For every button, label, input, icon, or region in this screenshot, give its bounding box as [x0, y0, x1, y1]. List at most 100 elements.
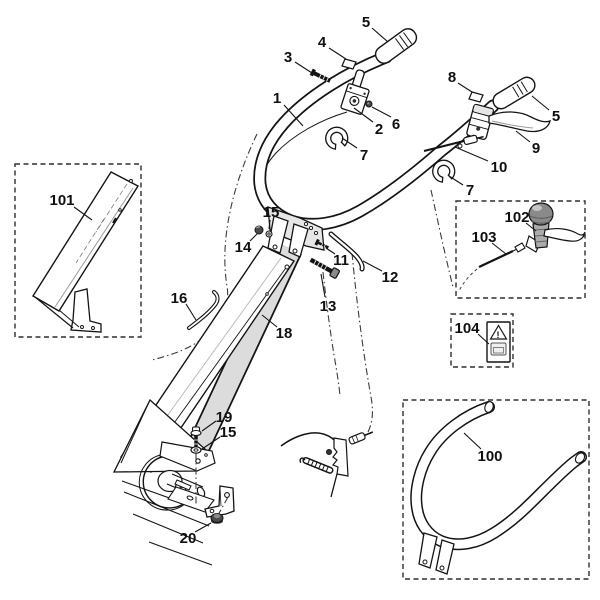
callout-leader: [283, 104, 304, 127]
callout-6: 6: [371, 106, 400, 133]
callout-number: 104: [454, 320, 480, 337]
callout-leader: [325, 247, 336, 255]
bolt-19: [190, 426, 229, 516]
callout-leader: [341, 137, 358, 149]
callout-leader: [531, 95, 550, 111]
callout-5: 5: [531, 95, 560, 125]
callout-leader: [457, 82, 473, 93]
screw-11: [314, 238, 329, 249]
callout-leader: [268, 219, 271, 230]
callout-leader: [463, 432, 482, 450]
callout-number: 19: [216, 409, 233, 426]
callout-7: 7: [448, 175, 474, 199]
callout-number: 2: [375, 121, 383, 138]
callout-number: 3: [284, 49, 292, 66]
rod-103: [458, 242, 526, 292]
callout-number: 4: [318, 34, 327, 51]
callout-16: 16: [171, 290, 197, 321]
callout-leader: [194, 522, 212, 533]
callout-leader: [371, 106, 392, 118]
callout-100: 100: [463, 432, 503, 465]
callout-leader: [448, 175, 464, 186]
bolt-3: [309, 68, 331, 83]
clamp-left: [325, 126, 349, 150]
callout-leader: [73, 206, 93, 221]
handlebar-100: [410, 401, 587, 575]
cable-adjuster: [348, 431, 374, 445]
callout-number: 101: [49, 192, 74, 209]
callout-leader: [261, 314, 278, 328]
inset-box-101: [14, 163, 142, 338]
plate-8: [468, 91, 484, 103]
callout-number: 6: [392, 116, 400, 133]
callout-9: 9: [515, 130, 540, 157]
callout-8: 8: [448, 69, 473, 93]
callout-number: 103: [471, 229, 496, 246]
callout-number: 20: [180, 530, 197, 547]
bolt-13: [309, 257, 340, 279]
callouts: 1234556778910111213141515161819201001011…: [49, 14, 560, 547]
callout-number: 15: [220, 424, 237, 441]
callout-104: 104: [454, 320, 490, 345]
callout-leader: [454, 146, 489, 162]
callout-102: 102: [504, 209, 537, 232]
callout-leader: [185, 303, 197, 321]
callout-number: 18: [276, 325, 293, 342]
callout-13: 13: [320, 273, 337, 315]
callout-number: 1: [273, 90, 281, 107]
callout-14: 14: [235, 233, 258, 256]
callout-101: 101: [49, 192, 93, 221]
callout-number: 8: [448, 69, 456, 86]
callout-number: 5: [552, 108, 560, 125]
nut-20: [210, 513, 224, 524]
callout-7: 7: [341, 137, 368, 164]
grip-right: [492, 76, 536, 110]
callout-12: 12: [362, 260, 399, 286]
output-shaft: [166, 473, 215, 513]
callout-2: 2: [353, 107, 383, 138]
nut-6: [365, 100, 373, 108]
callout-1: 1: [273, 90, 304, 127]
callout-number: 15: [263, 204, 280, 221]
callout-leader: [201, 420, 217, 432]
inset-box-102-103: [455, 200, 586, 299]
callout-number: 11: [333, 252, 349, 269]
throttle-control: [340, 69, 373, 115]
callout-18: 18: [261, 314, 293, 342]
callout-leader: [477, 333, 490, 345]
rod-12: [328, 231, 365, 272]
callout-20: 20: [180, 522, 212, 547]
warning-triangle-icon: [489, 324, 508, 340]
plate-4: [341, 58, 357, 70]
callout-leader: [328, 47, 347, 60]
cable-guide-16: [187, 290, 220, 330]
callout-number: 12: [382, 269, 399, 286]
callout-leader: [201, 436, 221, 450]
callout-leader: [294, 61, 313, 74]
inset-box-100: [402, 399, 590, 580]
callout-number: 9: [532, 140, 540, 157]
spring-assembly: [280, 431, 374, 498]
callout-number: 13: [320, 298, 337, 315]
grip-left: [374, 28, 418, 64]
callout-3: 3: [284, 49, 313, 74]
warning-symbol: !: [497, 330, 500, 340]
callout-leader: [249, 233, 258, 242]
callout-number: 102: [504, 209, 529, 226]
inset-box-104: [450, 313, 514, 368]
inset-boxes: [14, 163, 590, 580]
washer-15-lower: [190, 446, 202, 454]
callout-leader: [371, 27, 389, 43]
callout-15: 15: [201, 424, 237, 450]
routing-dashes: [151, 133, 454, 433]
callout-11: 11: [325, 247, 349, 269]
callout-number: 7: [466, 182, 474, 199]
callout-number: 100: [477, 448, 502, 465]
stand-101: [32, 171, 139, 333]
callout-number: 14: [235, 239, 252, 256]
callout-103: 103: [471, 229, 507, 255]
callout-number: 10: [491, 159, 508, 176]
cable-rod-10: [423, 134, 484, 152]
